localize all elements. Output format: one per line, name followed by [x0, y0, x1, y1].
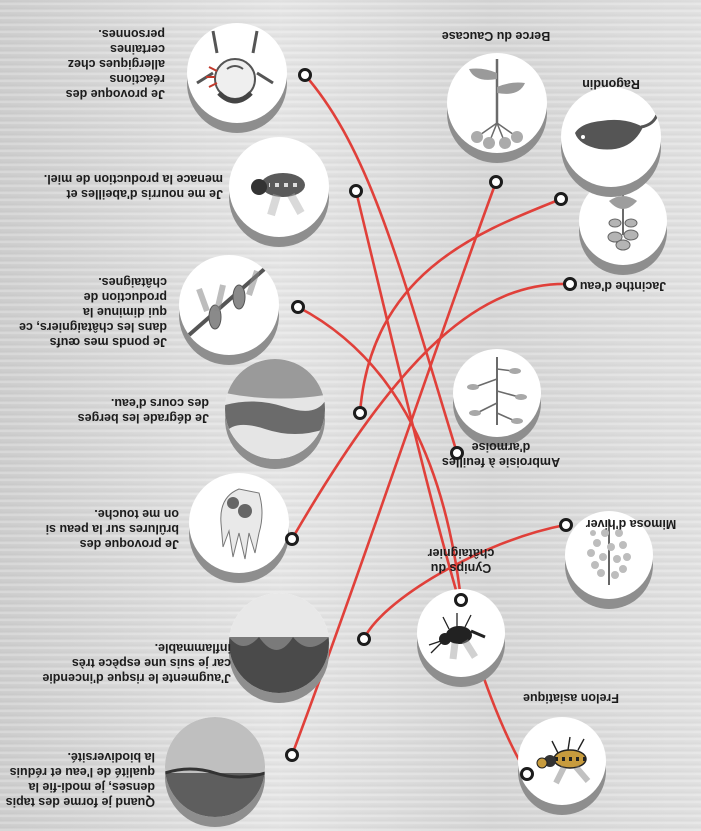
species-label-jacinthe: Jacinthe d'eau	[563, 278, 683, 293]
dot-chataignes[interactable]	[291, 300, 305, 314]
impact-text-brulures: Je provoque des brûlures sur la peau si …	[29, 506, 179, 551]
impact-text-abeilles: Je me nourris d'abeilles et menace la pr…	[43, 171, 223, 201]
impact-text-allergies: Je provoque des réactions allergiques ch…	[45, 26, 165, 101]
species-label-cynips: Cynips du châtaignier	[411, 545, 511, 575]
link-frelon-abeilles	[356, 191, 527, 774]
dot-incendie[interactable]	[357, 632, 371, 646]
medallion-jussie	[165, 717, 265, 817]
water-primrose-icon	[165, 717, 265, 817]
dot-mimosa[interactable]	[559, 518, 573, 532]
dot-abeilles[interactable]	[349, 184, 363, 198]
chestnut-gall-icon	[179, 255, 279, 355]
dot-brulures[interactable]	[285, 532, 299, 546]
ragweed-icon	[453, 349, 541, 437]
bee-icon	[229, 137, 329, 237]
burned-hand-icon	[189, 473, 289, 573]
eroded-bank-icon	[225, 359, 325, 459]
species-label-frelon: Frelon asiatique	[511, 690, 631, 705]
medallion-brulures	[189, 473, 289, 573]
giant-hogweed-icon	[447, 53, 547, 153]
dot-ragondin[interactable]	[554, 192, 568, 206]
medallion-ambroisie	[453, 349, 541, 437]
dot-ambroisie[interactable]	[450, 446, 464, 460]
dot-berges[interactable]	[353, 406, 367, 420]
medallion-berce	[447, 53, 547, 153]
medallion-chataignes	[179, 255, 279, 355]
medallion-abeilles	[229, 137, 329, 237]
impact-text-chataignes: Je ponds mes œufs dans les châtaigniers,…	[17, 274, 167, 349]
fire-icon	[229, 593, 329, 693]
dot-allergies[interactable]	[298, 68, 312, 82]
dot-berce[interactable]	[489, 175, 503, 189]
dot-jussie[interactable]	[285, 748, 299, 762]
impact-text-berges: Je dégrade les berges des cours d'eau.	[69, 395, 209, 425]
medallion-ragondin	[561, 87, 661, 187]
dot-frelon[interactable]	[520, 767, 534, 781]
hornet-icon	[518, 717, 606, 805]
medallion-berges	[225, 359, 325, 459]
water-hyacinth-icon	[579, 177, 667, 265]
species-label-mimosa: Mimosa d'hiver	[571, 516, 691, 531]
impact-text-incendie: J'augmente le risque d'incendie car je s…	[41, 640, 231, 685]
impact-text-jussie: Quand je forme des tapis denses, je modi…	[5, 749, 155, 809]
sneezing-person-icon	[187, 23, 287, 123]
medallion-incendie	[229, 593, 329, 693]
dot-jacinthe[interactable]	[563, 277, 577, 291]
species-label-ragondin: Ragondin	[551, 76, 671, 91]
medallion-jacinthe	[579, 177, 667, 265]
species-label-berce: Berce du Caucase	[431, 28, 561, 43]
coypu-icon	[561, 87, 661, 187]
medallion-frelon	[518, 717, 606, 805]
dot-cynips[interactable]	[454, 593, 468, 607]
medallion-allergies	[187, 23, 287, 123]
